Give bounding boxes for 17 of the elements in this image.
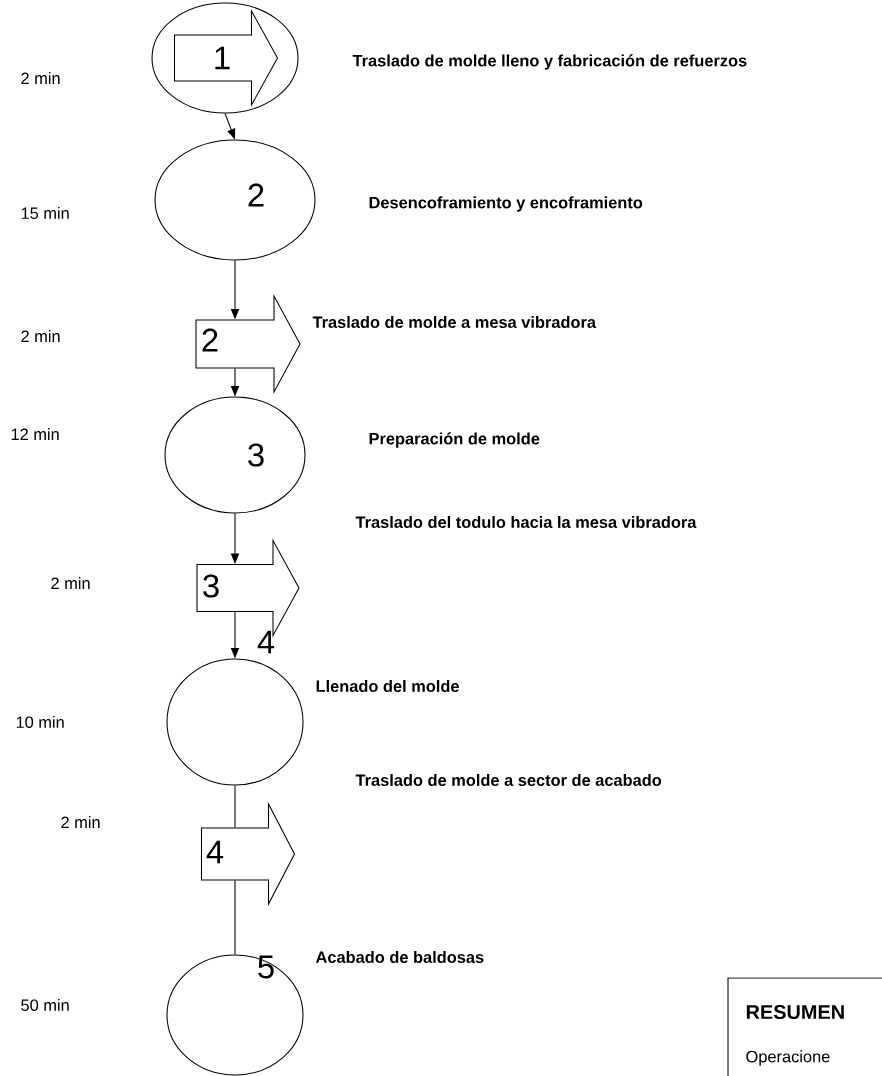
duration-label: 15 min	[21, 207, 69, 220]
step-description: Traslado de molde lleno y fabricación de refuerzos	[352, 54, 747, 70]
summary-panel: RESUMEN Operacione	[727, 977, 882, 1076]
duration-label: 2 min	[51, 577, 90, 589]
step-description: Acabado de baldosas	[315, 951, 484, 964]
duration-label: 2 min	[21, 330, 60, 342]
duration-label: 50 min	[21, 999, 69, 1012]
duration-label: 12 min	[11, 428, 59, 440]
step-description: Llenado del molde	[316, 680, 459, 693]
step-description: Traslado de molde a mesa vibradora	[312, 316, 597, 329]
step-description: Traslado del todulo hacia la mesa vibradora	[355, 516, 697, 529]
step-description: Preparación de molde	[369, 432, 540, 448]
duration-label: 10 min	[16, 716, 64, 729]
step-description: Traslado de molde a sector de acabado	[355, 774, 662, 787]
step-description: Desencoframiento y encoframiento	[369, 196, 643, 212]
duration-label: 2 min	[21, 72, 60, 84]
duration-label: 2 min	[61, 816, 100, 828]
